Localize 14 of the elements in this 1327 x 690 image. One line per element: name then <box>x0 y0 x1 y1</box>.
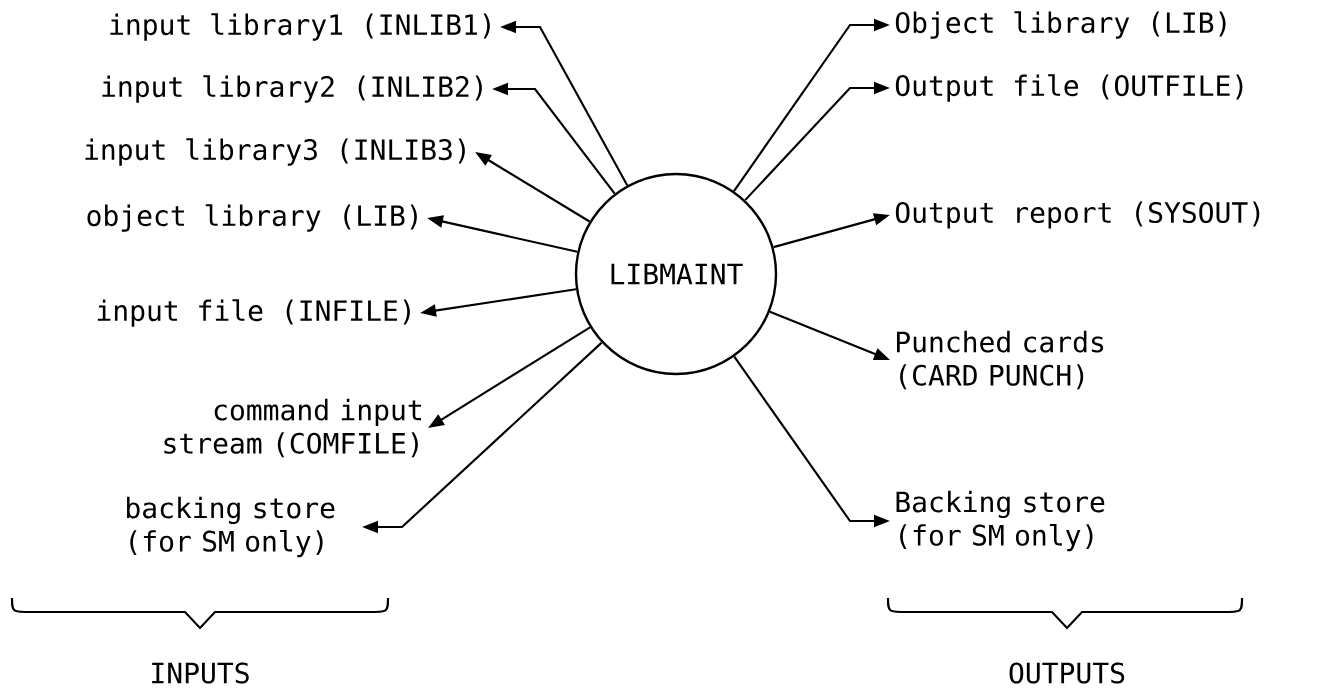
data-label: input library3 (INLIB3) <box>85 138 465 166</box>
group-label: INPUTS <box>152 662 249 684</box>
data-label: input library1 (INLIB1) <box>110 13 490 41</box>
group-label: OUTPUTS <box>1009 662 1125 684</box>
data-label: Punched cards (CARD PUNCH) <box>897 330 1104 390</box>
data-label: object library (LIB) <box>87 204 417 232</box>
data-label: Object library (LIB) <box>895 11 1226 39</box>
data-label: Output file (OUTFILE) <box>895 74 1243 102</box>
data-label: backing store (for SM only) <box>127 496 335 558</box>
data-label: input file (INFILE) <box>97 299 410 327</box>
data-label: input library2 (INLIB2) <box>102 75 482 103</box>
data-label: Backing store (for SM only) <box>896 490 1105 552</box>
data-label: command input stream (COMFILE) <box>164 398 421 458</box>
data-label: Output report (SYSOUT) <box>895 201 1260 229</box>
